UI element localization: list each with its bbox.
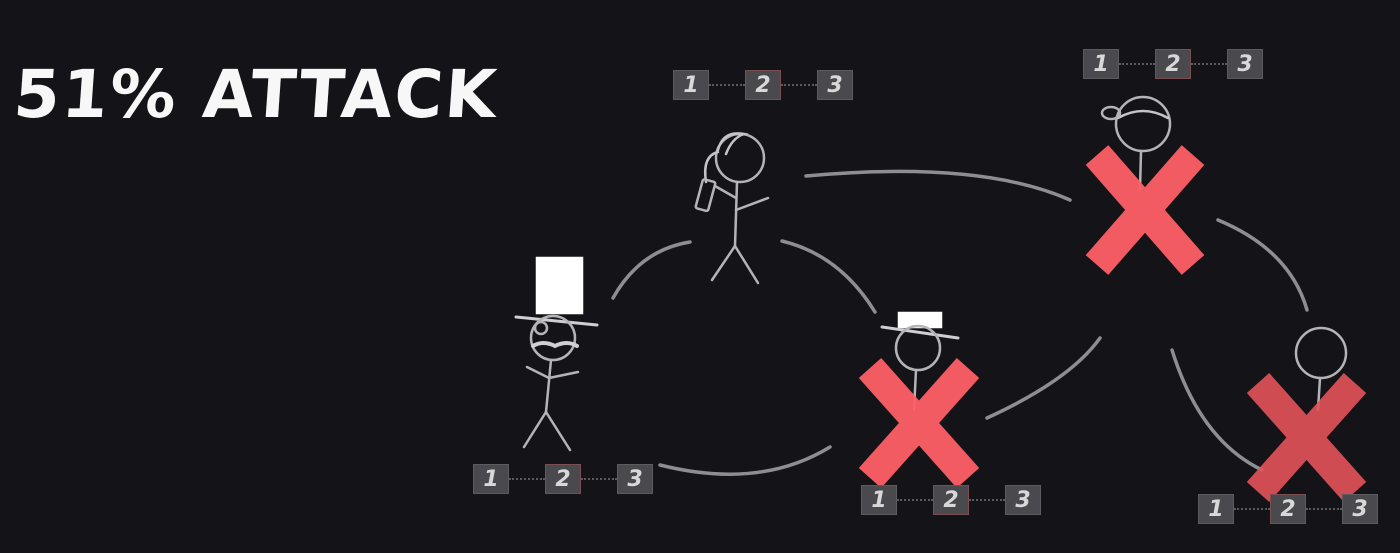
block-2: 2 [545, 464, 581, 494]
connection-ponytail-bun [804, 169, 1072, 202]
connection-ponytail-boater [780, 239, 877, 314]
block-3: 3 [1005, 485, 1041, 515]
connection-tophat-ponytail [611, 240, 692, 300]
cross-bun-hair [1085, 145, 1205, 275]
connection-boater-bun [985, 336, 1102, 420]
chain-link [1119, 63, 1155, 67]
block-2: 2 [745, 70, 781, 100]
chain-link [1191, 63, 1227, 67]
figure-top-hat [514, 256, 599, 452]
block-3: 3 [617, 464, 653, 494]
connection-bun-plain-lower [1170, 348, 1264, 472]
cross-plain [1246, 373, 1367, 502]
chain-link [509, 478, 545, 482]
figure-ponytail [694, 132, 770, 285]
chain-top-hat: 1 2 3 [473, 464, 657, 494]
block-3: 3 [1342, 494, 1378, 524]
block-2: 2 [1155, 49, 1191, 79]
chain-link [1234, 508, 1270, 512]
chain-link [709, 84, 745, 88]
block-3: 3 [817, 70, 853, 100]
chain-link [581, 478, 617, 482]
chain-link [969, 499, 1005, 503]
figure-bun-hair [1100, 95, 1172, 192]
connection-tophat-boater [658, 445, 832, 476]
block-3: 3 [1227, 49, 1263, 79]
cross-boater-hat [858, 358, 980, 488]
block-2: 2 [933, 485, 969, 515]
network-connections [611, 169, 1309, 476]
figure-boater-hat [880, 311, 960, 412]
chain-link [1306, 508, 1342, 512]
chain-boater-hat: 1 2 3 [861, 485, 1045, 515]
block-1: 1 [1083, 49, 1119, 79]
chain-link [781, 84, 817, 88]
block-1: 1 [673, 70, 709, 100]
connection-bun-plain [1216, 218, 1309, 312]
block-1: 1 [861, 485, 897, 515]
chain-plain: 1 2 3 [1198, 494, 1382, 524]
chain-link [897, 499, 933, 503]
block-1: 1 [473, 464, 509, 494]
block-1: 1 [1198, 494, 1234, 524]
chain-bun-hair: 1 2 3 [1083, 49, 1267, 79]
chain-ponytail: 1 2 3 [673, 70, 857, 100]
block-2: 2 [1270, 494, 1306, 524]
